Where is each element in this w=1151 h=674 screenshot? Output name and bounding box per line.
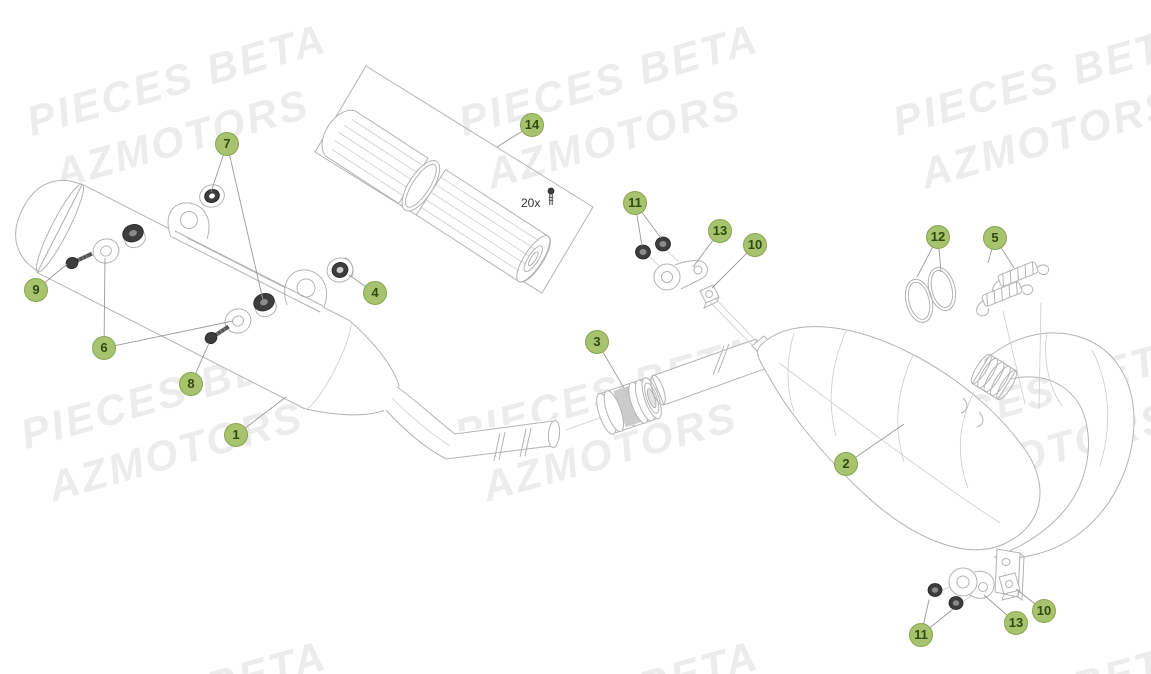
exhaust-springs — [976, 261, 1050, 410]
callout-3[interactable]: 3 — [585, 330, 609, 354]
flange-nut — [635, 244, 651, 260]
rivet-icon — [547, 187, 555, 205]
callout-6[interactable]: 6 — [92, 336, 116, 360]
callout-2[interactable]: 2 — [834, 452, 858, 476]
exhaust-spring — [976, 281, 1034, 317]
exhaust-spring — [992, 261, 1050, 297]
callout-4[interactable]: 4 — [363, 281, 387, 305]
callout-10-top[interactable]: 10 — [743, 233, 767, 257]
rubber-grommet — [199, 184, 225, 208]
bolt — [65, 251, 93, 269]
bracket-arm — [674, 260, 708, 290]
callout-8[interactable]: 8 — [179, 372, 203, 396]
bracket-strut — [704, 292, 762, 351]
callout-5[interactable]: 5 — [983, 226, 1007, 250]
flange-nut — [927, 583, 943, 597]
callout-1[interactable]: 1 — [224, 423, 248, 447]
mount-strap — [171, 230, 324, 313]
washer — [224, 308, 252, 334]
silencer-mount-tab — [284, 269, 328, 308]
callout-13-top[interactable]: 13 — [708, 219, 732, 243]
pipe-sleeve — [493, 427, 532, 462]
flange-nut — [655, 236, 671, 252]
packing-quantity: 20x — [521, 196, 540, 210]
callout-12[interactable]: 12 — [926, 225, 950, 249]
silencer-packing — [321, 109, 551, 283]
callout-9[interactable]: 9 — [24, 278, 48, 302]
spacer-bushing — [253, 293, 277, 318]
washer — [92, 238, 120, 264]
rubber-grommet — [326, 257, 354, 283]
packing-kit-box: 20x — [314, 65, 594, 294]
mount-bracket-bottom — [927, 567, 1021, 610]
expansion-chamber — [756, 326, 1135, 601]
square-nut — [699, 284, 720, 304]
exhaust-seal — [596, 377, 662, 435]
mount-bracket-top — [635, 236, 720, 309]
chamber-coupling — [970, 353, 1018, 401]
spacer-bushing — [122, 224, 146, 249]
silencer-fasteners — [65, 184, 354, 345]
callout-14[interactable]: 14 — [520, 113, 544, 137]
callout-11-top[interactable]: 11 — [623, 191, 647, 215]
flange-nut — [948, 596, 964, 610]
o-rings — [904, 266, 957, 323]
bolt — [204, 324, 230, 345]
callout-11-bottom[interactable]: 11 — [909, 623, 933, 647]
silencer-mount-tab — [167, 202, 210, 240]
callout-7[interactable]: 7 — [215, 132, 239, 156]
callout-10-bottom[interactable]: 10 — [1032, 599, 1056, 623]
callout-13-bottom[interactable]: 13 — [1004, 611, 1028, 635]
spring-hook-tabs — [960, 397, 984, 428]
